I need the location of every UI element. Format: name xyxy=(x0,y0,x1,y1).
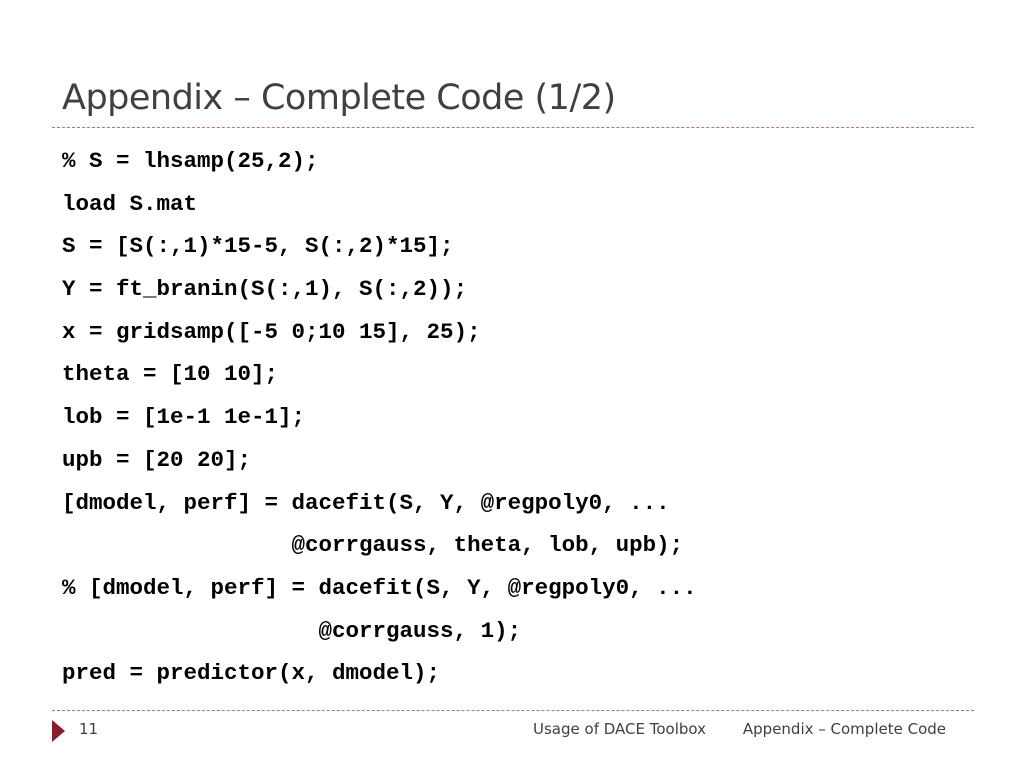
code-line: Y = ft_branin(S(:,1), S(:,2)); xyxy=(62,276,468,303)
code-line: % S = lhsamp(25,2); xyxy=(62,148,319,174)
footer-section: Usage of DACE Toolbox xyxy=(533,720,706,738)
code-line: theta = [10 10]; xyxy=(62,361,279,388)
slide-title: Appendix – Complete Code (1/2) xyxy=(62,78,616,118)
title-divider xyxy=(52,127,974,128)
code-block: % S = lhsamp(25,2); load S.mat S = [S(:,… xyxy=(62,140,697,695)
code-line: pred = predictor(x, dmodel); xyxy=(62,660,441,687)
footer-subsection: Appendix – Complete Code xyxy=(742,720,946,738)
page-number: 11 xyxy=(79,720,99,738)
code-line: x = gridsamp([-5 0;10 15], 25); xyxy=(62,318,481,345)
code-line: S = [S(:,1)*15-5, S(:,2)*15]; xyxy=(62,233,454,260)
code-line: lob = [1e-1 1e-1]; xyxy=(62,404,306,431)
footer-divider xyxy=(52,710,974,711)
code-line: % [dmodel, perf] = dacefit(S, Y, @regpol… xyxy=(62,574,697,601)
code-line: @corrgauss, 1); xyxy=(62,617,522,644)
code-line: @corrgauss, theta, lob, upb); xyxy=(62,532,684,559)
triangle-right-icon xyxy=(52,720,65,742)
code-line: upb = [20 20]; xyxy=(62,446,252,473)
code-line: load S.mat xyxy=(62,190,198,217)
code-line: [dmodel, perf] = dacefit(S, Y, @regpoly0… xyxy=(62,489,670,516)
